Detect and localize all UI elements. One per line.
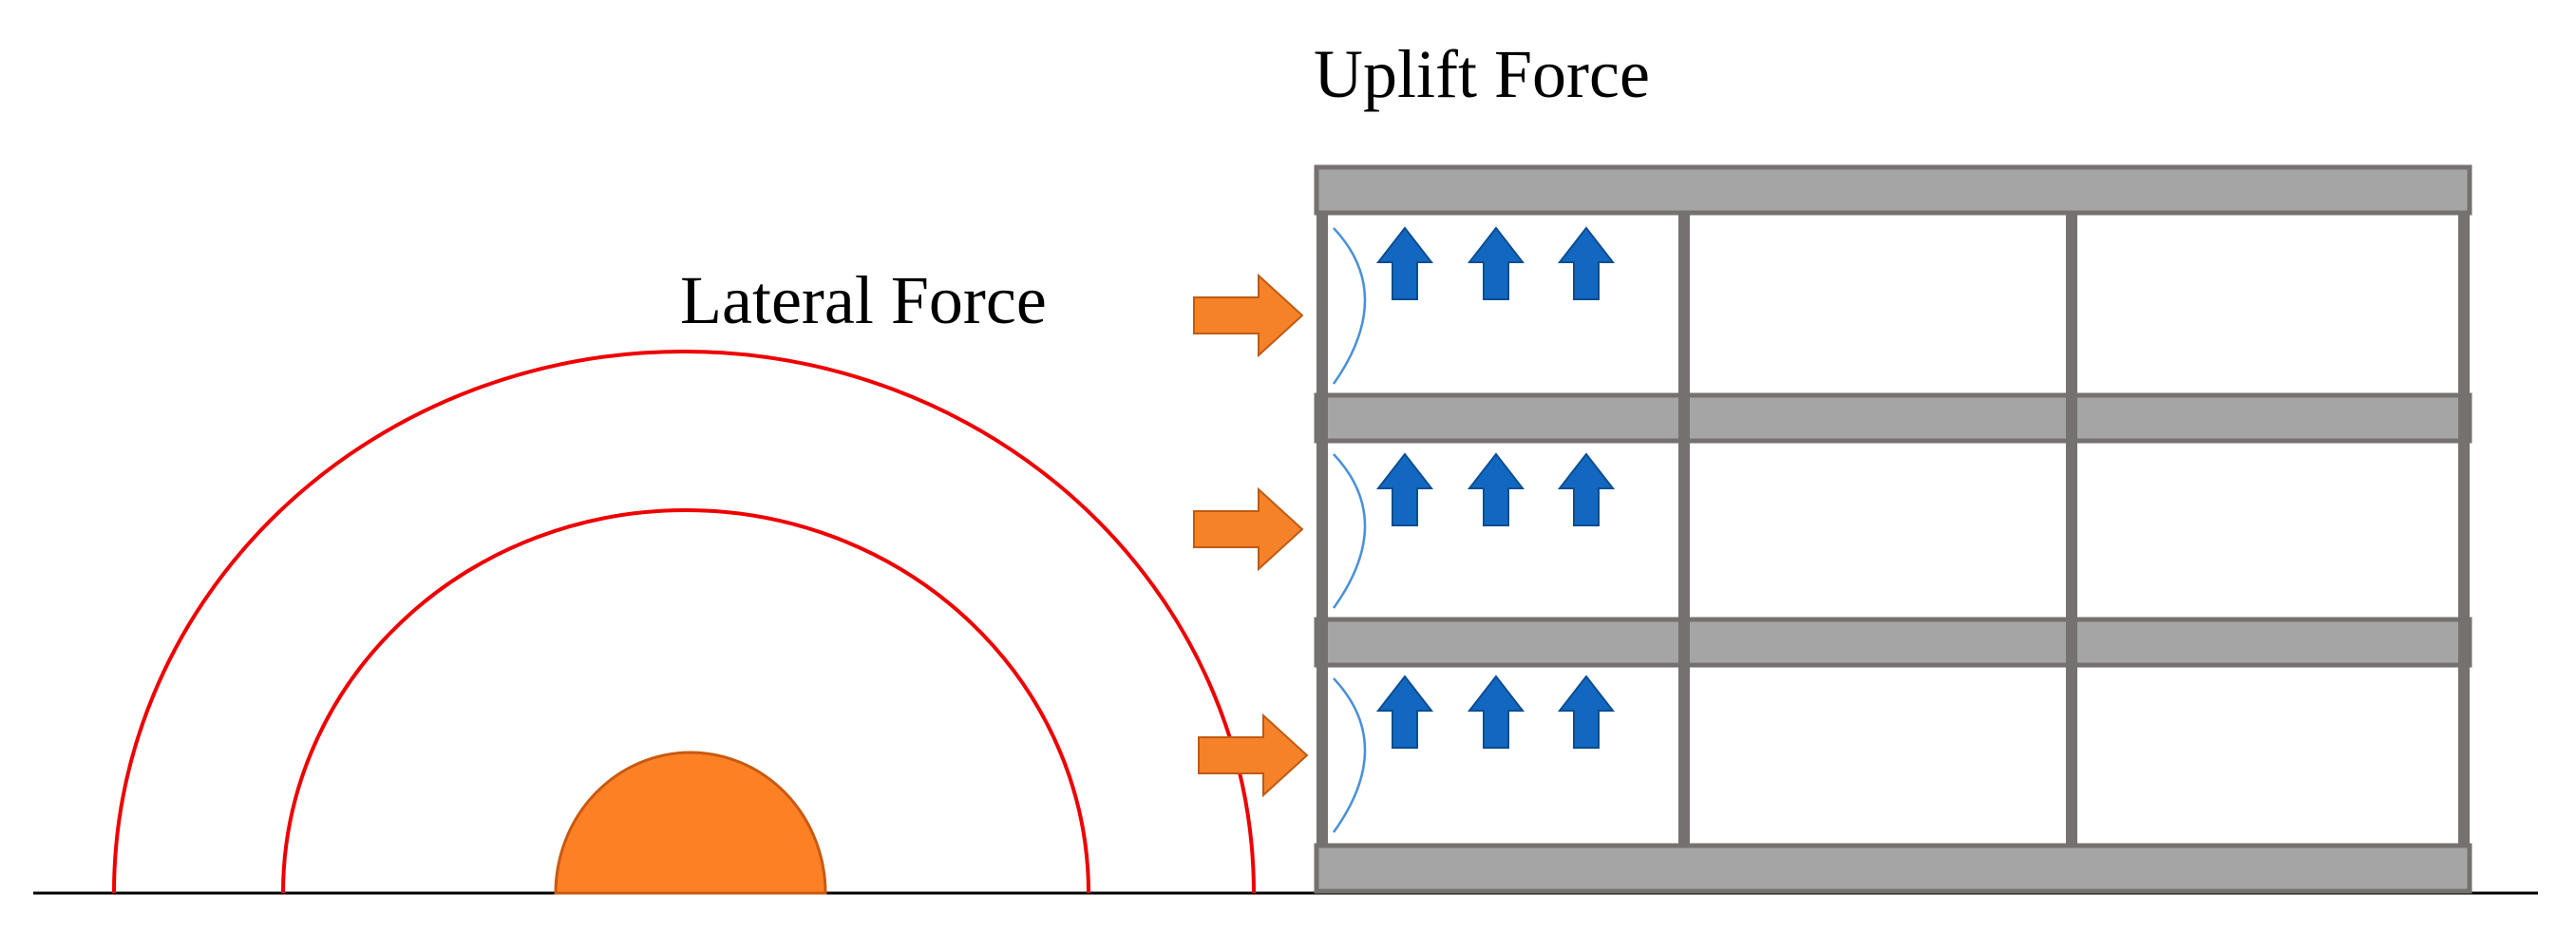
- uplift-arrows-floor-2: [1375, 452, 1616, 526]
- up-arrow-icon: [1557, 226, 1616, 300]
- up-arrow-icon: [1375, 226, 1434, 300]
- floor-slab-1: [1314, 617, 2472, 668]
- floor-slab-2: [1314, 392, 2472, 444]
- outer-blast-wave: [112, 350, 1256, 894]
- uplift-arrows-floor-1: [1375, 675, 1616, 749]
- up-arrow-icon: [1467, 226, 1525, 300]
- pressure-curve-middle: [1332, 453, 1367, 609]
- column-1: [1316, 213, 1328, 846]
- right-arrow-icon: [1193, 273, 1304, 358]
- column-3: [2066, 213, 2077, 846]
- ground-slab: [1314, 843, 2472, 894]
- uplift-force-label: Uplift Force: [1314, 36, 1650, 112]
- right-arrow-icon: [1198, 713, 1309, 798]
- up-arrow-icon: [1375, 675, 1434, 749]
- right-arrow-icon: [1193, 486, 1304, 572]
- pressure-curve-top: [1332, 227, 1367, 385]
- column-2: [1678, 213, 1690, 846]
- blast-source: [554, 751, 827, 895]
- building: [1314, 164, 2472, 894]
- up-arrow-icon: [1557, 675, 1616, 749]
- roof-slab: [1314, 164, 2472, 216]
- up-arrow-icon: [1467, 675, 1525, 749]
- up-arrow-icon: [1375, 452, 1434, 526]
- pressure-curve-bottom: [1332, 677, 1367, 833]
- lateral-arrows: [1193, 273, 1309, 798]
- column-4: [2458, 213, 2470, 846]
- up-arrow-icon: [1557, 452, 1616, 526]
- uplift-arrows-floor-3: [1375, 226, 1616, 300]
- up-arrow-icon: [1467, 452, 1525, 526]
- inner-blast-wave: [281, 508, 1090, 894]
- lateral-force-label: Lateral Force: [680, 262, 1047, 338]
